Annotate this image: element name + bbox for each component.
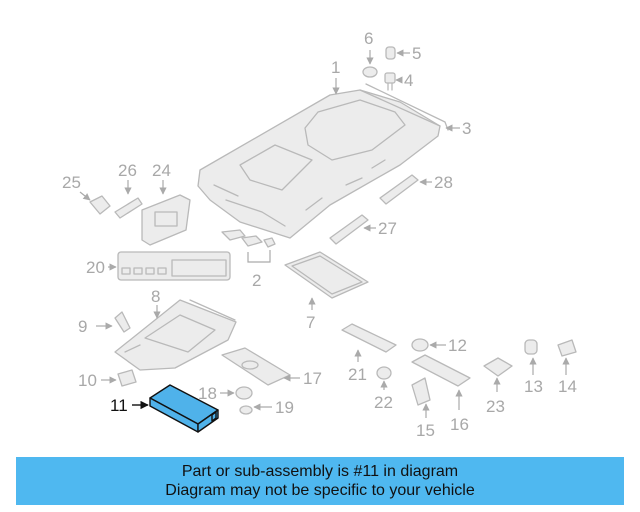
bracket-25-part <box>89 195 111 215</box>
callout-22: 22 <box>374 393 393 412</box>
callout-3: 3 <box>462 119 471 138</box>
trim-16-part <box>411 354 471 387</box>
callout-5: 5 <box>412 44 421 63</box>
callout-17: 17 <box>303 369 322 388</box>
callout-7: 7 <box>306 313 315 332</box>
callout-4: 4 <box>404 71 413 90</box>
button-18-part <box>235 386 253 400</box>
callout-15: 15 <box>416 421 435 440</box>
cover-10-part <box>117 369 137 387</box>
sunvisor-24-part <box>141 194 191 246</box>
leader-2 <box>247 250 271 263</box>
bracket-9-part <box>114 311 131 333</box>
callout-6: 6 <box>364 29 373 48</box>
sunshade-part <box>284 251 369 299</box>
callout-26: 26 <box>118 161 137 180</box>
callout-2: 2 <box>252 271 261 290</box>
grip-28-part <box>379 174 419 205</box>
fastener-4-part <box>384 72 396 91</box>
handle-23-part <box>483 357 513 377</box>
callout-9: 9 <box>78 317 87 336</box>
callout-21: 21 <box>348 365 367 384</box>
callout-12: 12 <box>448 336 467 355</box>
fastener-5-part <box>385 46 396 60</box>
callout-18: 18 <box>198 384 217 403</box>
callout-23: 23 <box>486 397 505 416</box>
callout-27: 27 <box>378 219 397 238</box>
callout-19: 19 <box>275 398 294 417</box>
button-19-part <box>239 405 253 415</box>
highlighted-part-11 <box>149 384 219 433</box>
clip-part <box>221 229 276 248</box>
callout-13: 13 <box>524 377 543 396</box>
banner-line-2: Diagram may not be specific to your vehi… <box>165 482 475 499</box>
callout-24: 24 <box>152 161 171 180</box>
callout-14: 14 <box>558 377 577 396</box>
fastener-6-part <box>362 66 378 78</box>
plate-21-part <box>341 323 397 353</box>
grommet-12-part <box>411 338 429 352</box>
callout-1: 1 <box>331 58 340 77</box>
parts-diagram: 1 2 3 4 5 6 7 8 9 <box>62 29 577 440</box>
trim-15-part <box>411 377 431 406</box>
callout-16: 16 <box>450 415 469 434</box>
callout-20: 20 <box>86 258 105 277</box>
callout-10: 10 <box>78 371 97 390</box>
leader-25 <box>79 191 91 201</box>
knob-22-part <box>376 366 392 380</box>
pad-17-part <box>221 347 291 386</box>
console-part <box>114 299 237 371</box>
holder-26-part <box>114 197 143 219</box>
banner-line-1: Part or sub-assembly is #11 in diagram <box>181 463 459 480</box>
callout-28: 28 <box>434 173 453 192</box>
grip-27-part <box>329 214 369 245</box>
clip-14-part <box>557 339 577 357</box>
callout-25: 25 <box>62 173 81 192</box>
callout-8: 8 <box>151 287 160 306</box>
info-banner: Part or sub-assembly is #11 in diagram D… <box>16 457 624 505</box>
headliner-part <box>197 83 449 239</box>
lamp-20-part <box>117 251 231 281</box>
cap-13-part <box>524 339 538 355</box>
callout-11: 11 <box>110 396 128 415</box>
